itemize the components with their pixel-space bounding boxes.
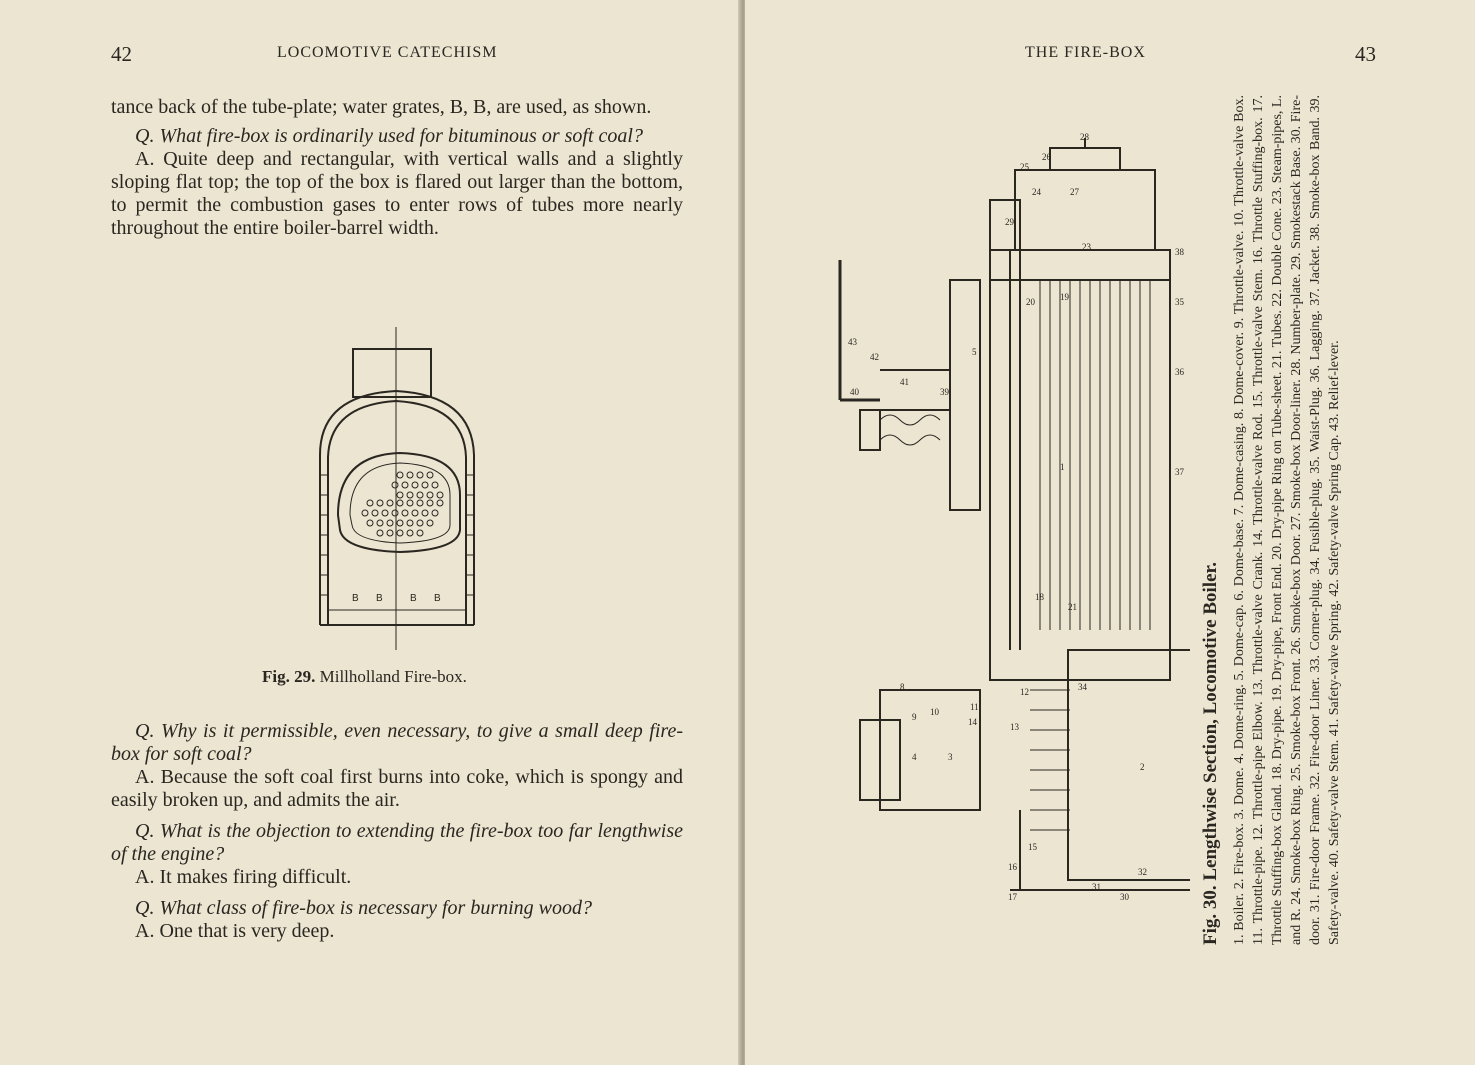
fig-num-10: 10	[930, 707, 940, 717]
answer-2: A. Because the soft coal first burns int…	[111, 766, 683, 811]
fig-num-43: 43	[848, 337, 858, 347]
fig-num-40: 40	[850, 387, 860, 397]
figure-30-title: Fig. 30. Lengthwise Section, Locomotive …	[1200, 562, 1221, 945]
fig-num-24: 24	[1032, 187, 1042, 197]
grate-label-1: B	[352, 593, 359, 604]
book-gutter	[738, 0, 748, 1065]
fig-num-21: 21	[1068, 602, 1077, 612]
fig-num-16: 16	[1008, 862, 1018, 872]
fig-num-20: 20	[1026, 297, 1036, 307]
question-1: Q. What fire-box is ordinarily used for …	[135, 125, 643, 147]
fig-num-11: 11	[970, 702, 979, 712]
fig-num-8: 8	[900, 682, 905, 692]
running-head-left: LOCOMOTIVE CATECHISM	[277, 44, 498, 61]
grate-label-3: B	[410, 593, 417, 604]
running-head-right: THE FIRE-BOX	[1025, 44, 1146, 61]
fig-num-38: 38	[1175, 247, 1185, 257]
fig-num-29: 29	[1005, 217, 1015, 227]
fig-num-15: 15	[1028, 842, 1038, 852]
figure-29-title: Millholland Fire-box.	[319, 667, 467, 686]
fig-num-35: 35	[1175, 297, 1185, 307]
fig-num-30: 30	[1120, 892, 1130, 902]
answer-1: A. Quite deep and rectangular, with vert…	[111, 148, 683, 239]
millholland-firebox-figure: B B B B	[319, 327, 475, 650]
figure-30-legend: 1. Boiler. 2. Fire-box. 3. Dome. 4. Dome…	[1232, 95, 1342, 945]
fig-num-19: 19	[1060, 292, 1070, 302]
figure-29-caption: Fig. 29. Millholland Fire-box.	[262, 667, 467, 687]
page-number-left: 42	[111, 42, 132, 66]
fig-num-17: 17	[1008, 892, 1018, 902]
fig-num-34: 34	[1078, 682, 1088, 692]
fig-num-5: 5	[972, 347, 977, 357]
fig-num-23: 23	[1082, 242, 1092, 252]
fig-num-41: 41	[900, 377, 909, 387]
fig-num-2: 2	[1140, 762, 1145, 772]
fig-num-27: 27	[1070, 187, 1080, 197]
fig-num-1: 1	[1060, 462, 1065, 472]
paragraph-continuation: tance back of the tube-plate; water grat…	[111, 96, 652, 118]
answer-4: A. One that is very deep.	[135, 920, 335, 942]
question-2: Q. Why is it permissible, even necessary…	[111, 720, 683, 765]
body-text-bottom: Q. Why is it permissible, even necessary…	[111, 720, 683, 943]
fig-num-14: 14	[968, 717, 978, 727]
fig-num-28: 28	[1080, 132, 1090, 142]
figure-30-caption-block: Fig. 30. Lengthwise Section, Locomotive …	[1200, 95, 1390, 945]
fig-num-13: 13	[1010, 722, 1020, 732]
fig-num-39: 39	[940, 387, 950, 397]
figure-29-label: Fig. 29.	[262, 667, 316, 686]
fig-num-12: 12	[1020, 687, 1029, 697]
fig-num-3: 3	[948, 752, 953, 762]
left-page: 42 LOCOMOTIVE CATECHISM tance back of th…	[111, 42, 683, 943]
fig-num-18: 18	[1035, 592, 1045, 602]
question-3: Q. What is the objection to extending th…	[111, 820, 683, 865]
page-number-right: 43	[1355, 42, 1376, 66]
fig-num-25: 25	[1020, 162, 1030, 172]
figure-30-caption-rotated: Fig. 30. Lengthwise Section, Locomotive …	[1200, 95, 1390, 945]
fig-num-26: 26	[1042, 152, 1052, 162]
fig-num-32: 32	[1138, 867, 1147, 877]
fig-num-9: 9	[912, 712, 917, 722]
fig-num-4: 4	[912, 752, 917, 762]
question-4: Q. What class of fire-box is necessary f…	[135, 897, 593, 919]
fig-num-31: 31	[1092, 882, 1101, 892]
grate-label-4: B	[434, 593, 441, 604]
locomotive-boiler-section-figure: 1 2 3 4 5 8 9 10 11 12 13 14 15 16 17 18…	[838, 132, 1190, 902]
fig-num-42: 42	[870, 352, 879, 362]
fig-num-36: 36	[1175, 367, 1185, 377]
fig-num-37: 37	[1175, 467, 1185, 477]
answer-3: A. It makes firing difficult.	[135, 866, 352, 888]
body-text-top: tance back of the tube-plate; water grat…	[111, 96, 683, 240]
grate-label-2: B	[376, 593, 383, 604]
